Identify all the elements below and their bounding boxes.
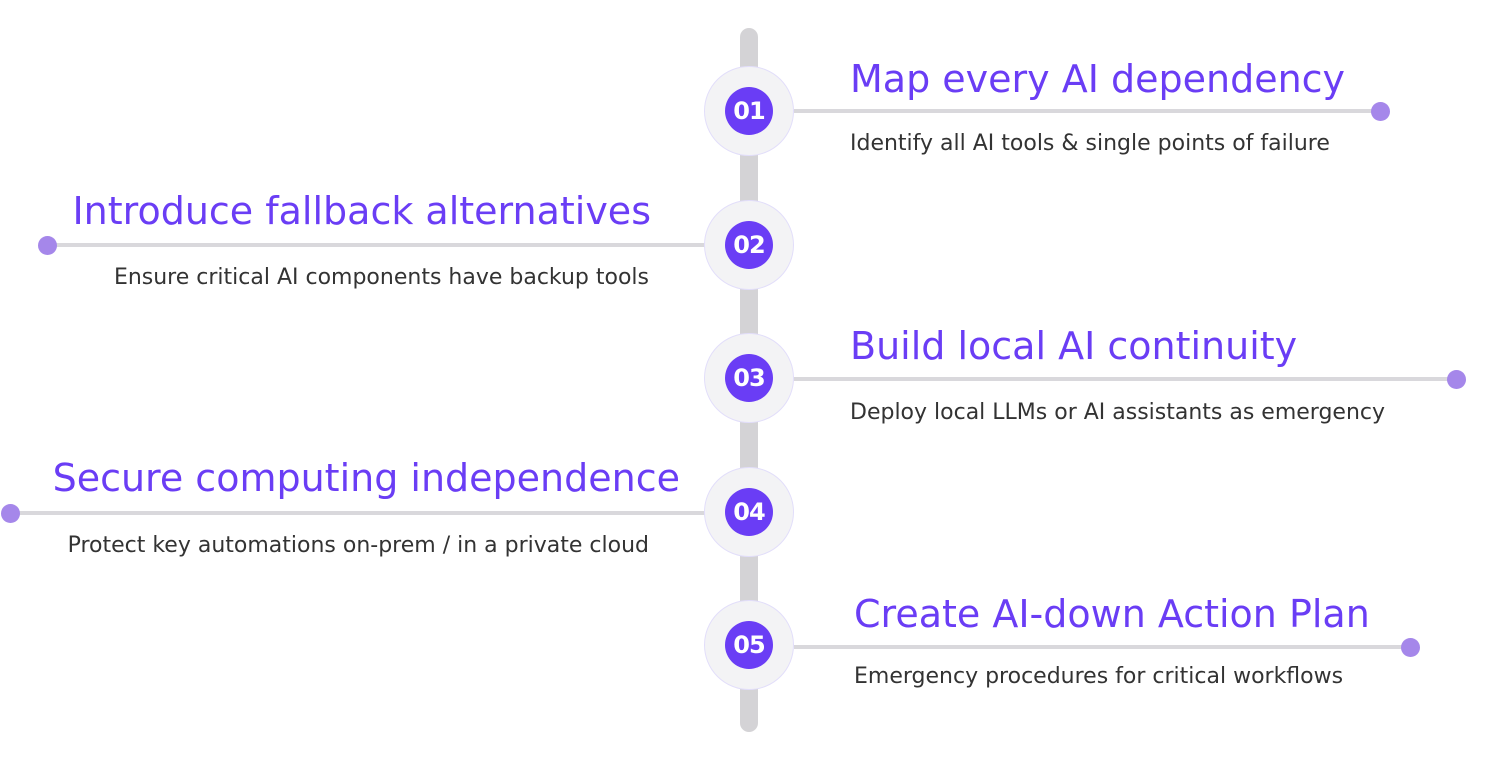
step-1-description: Identify all AI tools & single points of… [850,131,1330,156]
step-1-number: 01 [725,87,773,135]
step-2-number: 02 [725,221,773,269]
step-1-connector [794,109,1380,113]
step-4-node: 04 [704,467,794,557]
step-5-description: Emergency procedures for critical workfl… [854,664,1344,689]
step-2-description: Ensure critical AI components have backu… [113,265,649,290]
step-4-title: Secure computing independence [52,456,680,500]
step-4-connector [10,511,705,515]
step-1-title: Map every AI dependency [850,57,1346,101]
step-5-dot [1400,637,1420,657]
step-2-title: Introduce fallback alternatives [72,189,651,233]
step-3-node: 03 [704,333,794,423]
step-5-title: Create AI-down Action Plan [854,592,1370,636]
step-5-connector [794,645,1410,649]
step-3-dot [1446,369,1466,389]
step-4-number: 04 [725,488,773,536]
step-1-node: 01 [704,66,794,156]
step-2-node: 02 [704,200,794,290]
step-3-connector [794,377,1456,381]
step-1-dot [1370,101,1390,121]
step-4-dot [0,503,20,523]
step-2-connector [47,243,705,247]
step-3-number: 03 [725,354,773,402]
step-2-dot [37,235,57,255]
step-3-description: Deploy local LLMs or AI assistants as em… [850,400,1386,425]
step-5-node: 05 [704,600,794,690]
step-4-description: Protect key automations on-prem / in a p… [67,533,649,558]
step-5-number: 05 [725,621,773,669]
step-3-title: Build local AI continuity [850,324,1298,368]
